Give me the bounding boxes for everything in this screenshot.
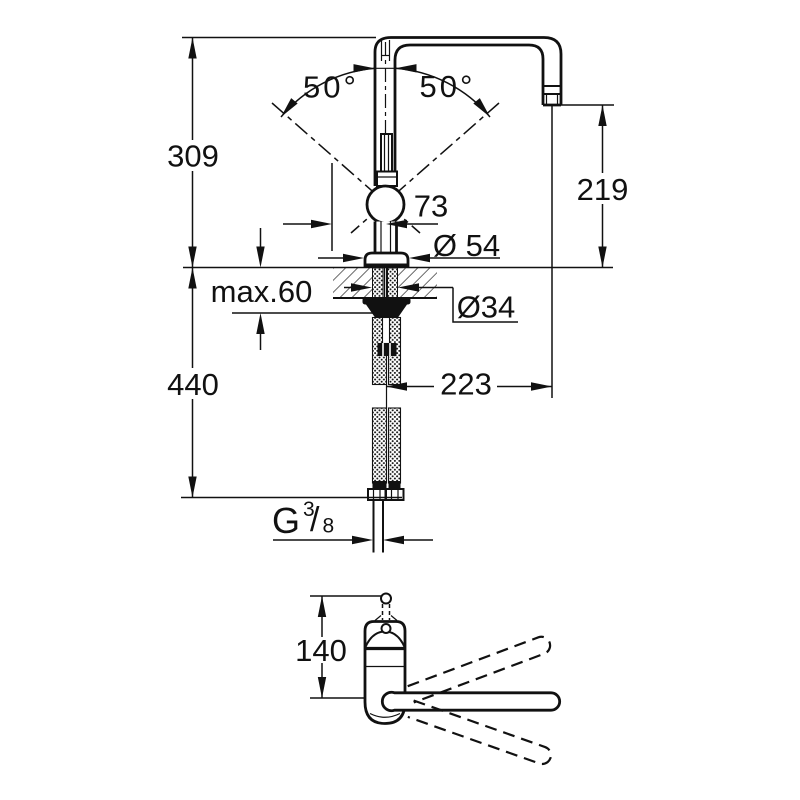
top-view: 140 xyxy=(295,592,562,766)
label-73: 73 xyxy=(414,189,448,224)
dimension-arrowhead xyxy=(598,246,607,268)
lever-pivot-circle xyxy=(380,623,392,634)
lever-tick-left xyxy=(374,615,382,621)
dimension-arrowhead xyxy=(188,267,197,289)
label-223: 223 xyxy=(440,367,492,402)
column-fill xyxy=(374,221,397,254)
dimension-arrowhead xyxy=(188,476,197,498)
dimension-arrowhead xyxy=(395,64,417,73)
dimension-arrowhead xyxy=(352,535,373,545)
mounting-nut xyxy=(366,304,407,318)
hose-left-lower xyxy=(371,407,388,484)
mounting-washer xyxy=(362,297,411,305)
dimension-arrowhead xyxy=(398,283,419,292)
label-swivel-right: 50° xyxy=(420,69,476,104)
spout-swivel-lower xyxy=(407,699,552,766)
label-g38-slash: / xyxy=(310,501,320,539)
dimension-arrowhead xyxy=(598,105,607,126)
connector-nut-right xyxy=(385,488,405,501)
label-g38-denominator: 8 xyxy=(323,515,335,538)
hose-end-right xyxy=(388,481,401,489)
dimension-arrowhead xyxy=(281,98,298,117)
dimension-arrowhead xyxy=(386,382,407,391)
dimension-arrowhead xyxy=(256,246,265,268)
dimension-arrowhead xyxy=(409,253,430,263)
dimension-arrowhead xyxy=(317,596,327,617)
worktop-hatch-left xyxy=(333,268,373,298)
dimension-labels: 50° 50° 309 219 73 Ø 54 max.60 Ø34 440 2… xyxy=(167,69,628,541)
dimension-arrowhead xyxy=(353,64,375,73)
dimension-arrowhead xyxy=(317,677,327,698)
lever-tick-right xyxy=(390,615,398,621)
dimension-arrowhead xyxy=(351,283,372,292)
label-d54: Ø 54 xyxy=(433,228,500,263)
label-140: 140 xyxy=(295,633,347,668)
label-g38: G 3 / 8 xyxy=(272,498,334,541)
label-309: 309 xyxy=(167,139,219,174)
dimension-arrowhead xyxy=(383,535,404,545)
dimension-arrowheads xyxy=(188,37,607,698)
dimension-arrowhead xyxy=(531,382,552,391)
dimension-lines xyxy=(181,36,614,541)
faucet-outline xyxy=(363,36,563,268)
label-d34: Ø34 xyxy=(457,290,516,325)
dimension-arrowhead xyxy=(188,37,197,59)
dimension-arrowhead xyxy=(343,253,364,263)
dim-34-leader xyxy=(452,287,518,323)
label-swivel-left: 50° xyxy=(303,70,359,105)
worktop-hatch-right xyxy=(398,268,437,298)
dimension-arrowhead xyxy=(188,246,197,268)
dimension-arrowhead xyxy=(386,219,407,229)
under-counter-assembly xyxy=(362,267,411,553)
spout-swivel-upper xyxy=(407,635,552,704)
label-g38-prefix: G xyxy=(272,500,300,541)
dimension-arrowhead xyxy=(256,313,265,334)
spout-dashed-lower xyxy=(407,699,552,766)
body-bottom-arc xyxy=(369,712,401,718)
cartridge xyxy=(380,133,393,173)
spout-outer xyxy=(373,36,563,186)
connector-nut-left xyxy=(367,488,387,501)
spout-inner xyxy=(393,43,545,186)
shank-braid-left xyxy=(372,267,384,298)
worktop-section xyxy=(183,266,613,299)
ball-joint xyxy=(365,184,406,225)
dimension-arrowhead xyxy=(473,98,490,117)
rod-nut xyxy=(377,343,397,356)
shank-braid-right xyxy=(387,267,398,298)
label-g38-numerator: 3 xyxy=(303,498,315,521)
spout-top-view xyxy=(380,690,562,713)
hose-end-left xyxy=(372,481,387,489)
label-max60: max.60 xyxy=(211,274,313,309)
label-440: 440 xyxy=(167,367,219,402)
collar xyxy=(376,170,398,187)
hose-right-lower xyxy=(387,407,402,484)
base-seal xyxy=(365,263,408,268)
spout-dashed-upper xyxy=(407,635,552,704)
dimension-arrowhead xyxy=(311,219,332,229)
front-view: 50° 50° 309 219 73 Ø 54 max.60 Ø34 440 2… xyxy=(167,36,628,553)
threaded-rod xyxy=(381,316,391,345)
label-219: 219 xyxy=(577,172,629,207)
lever-end-ring xyxy=(380,592,392,605)
